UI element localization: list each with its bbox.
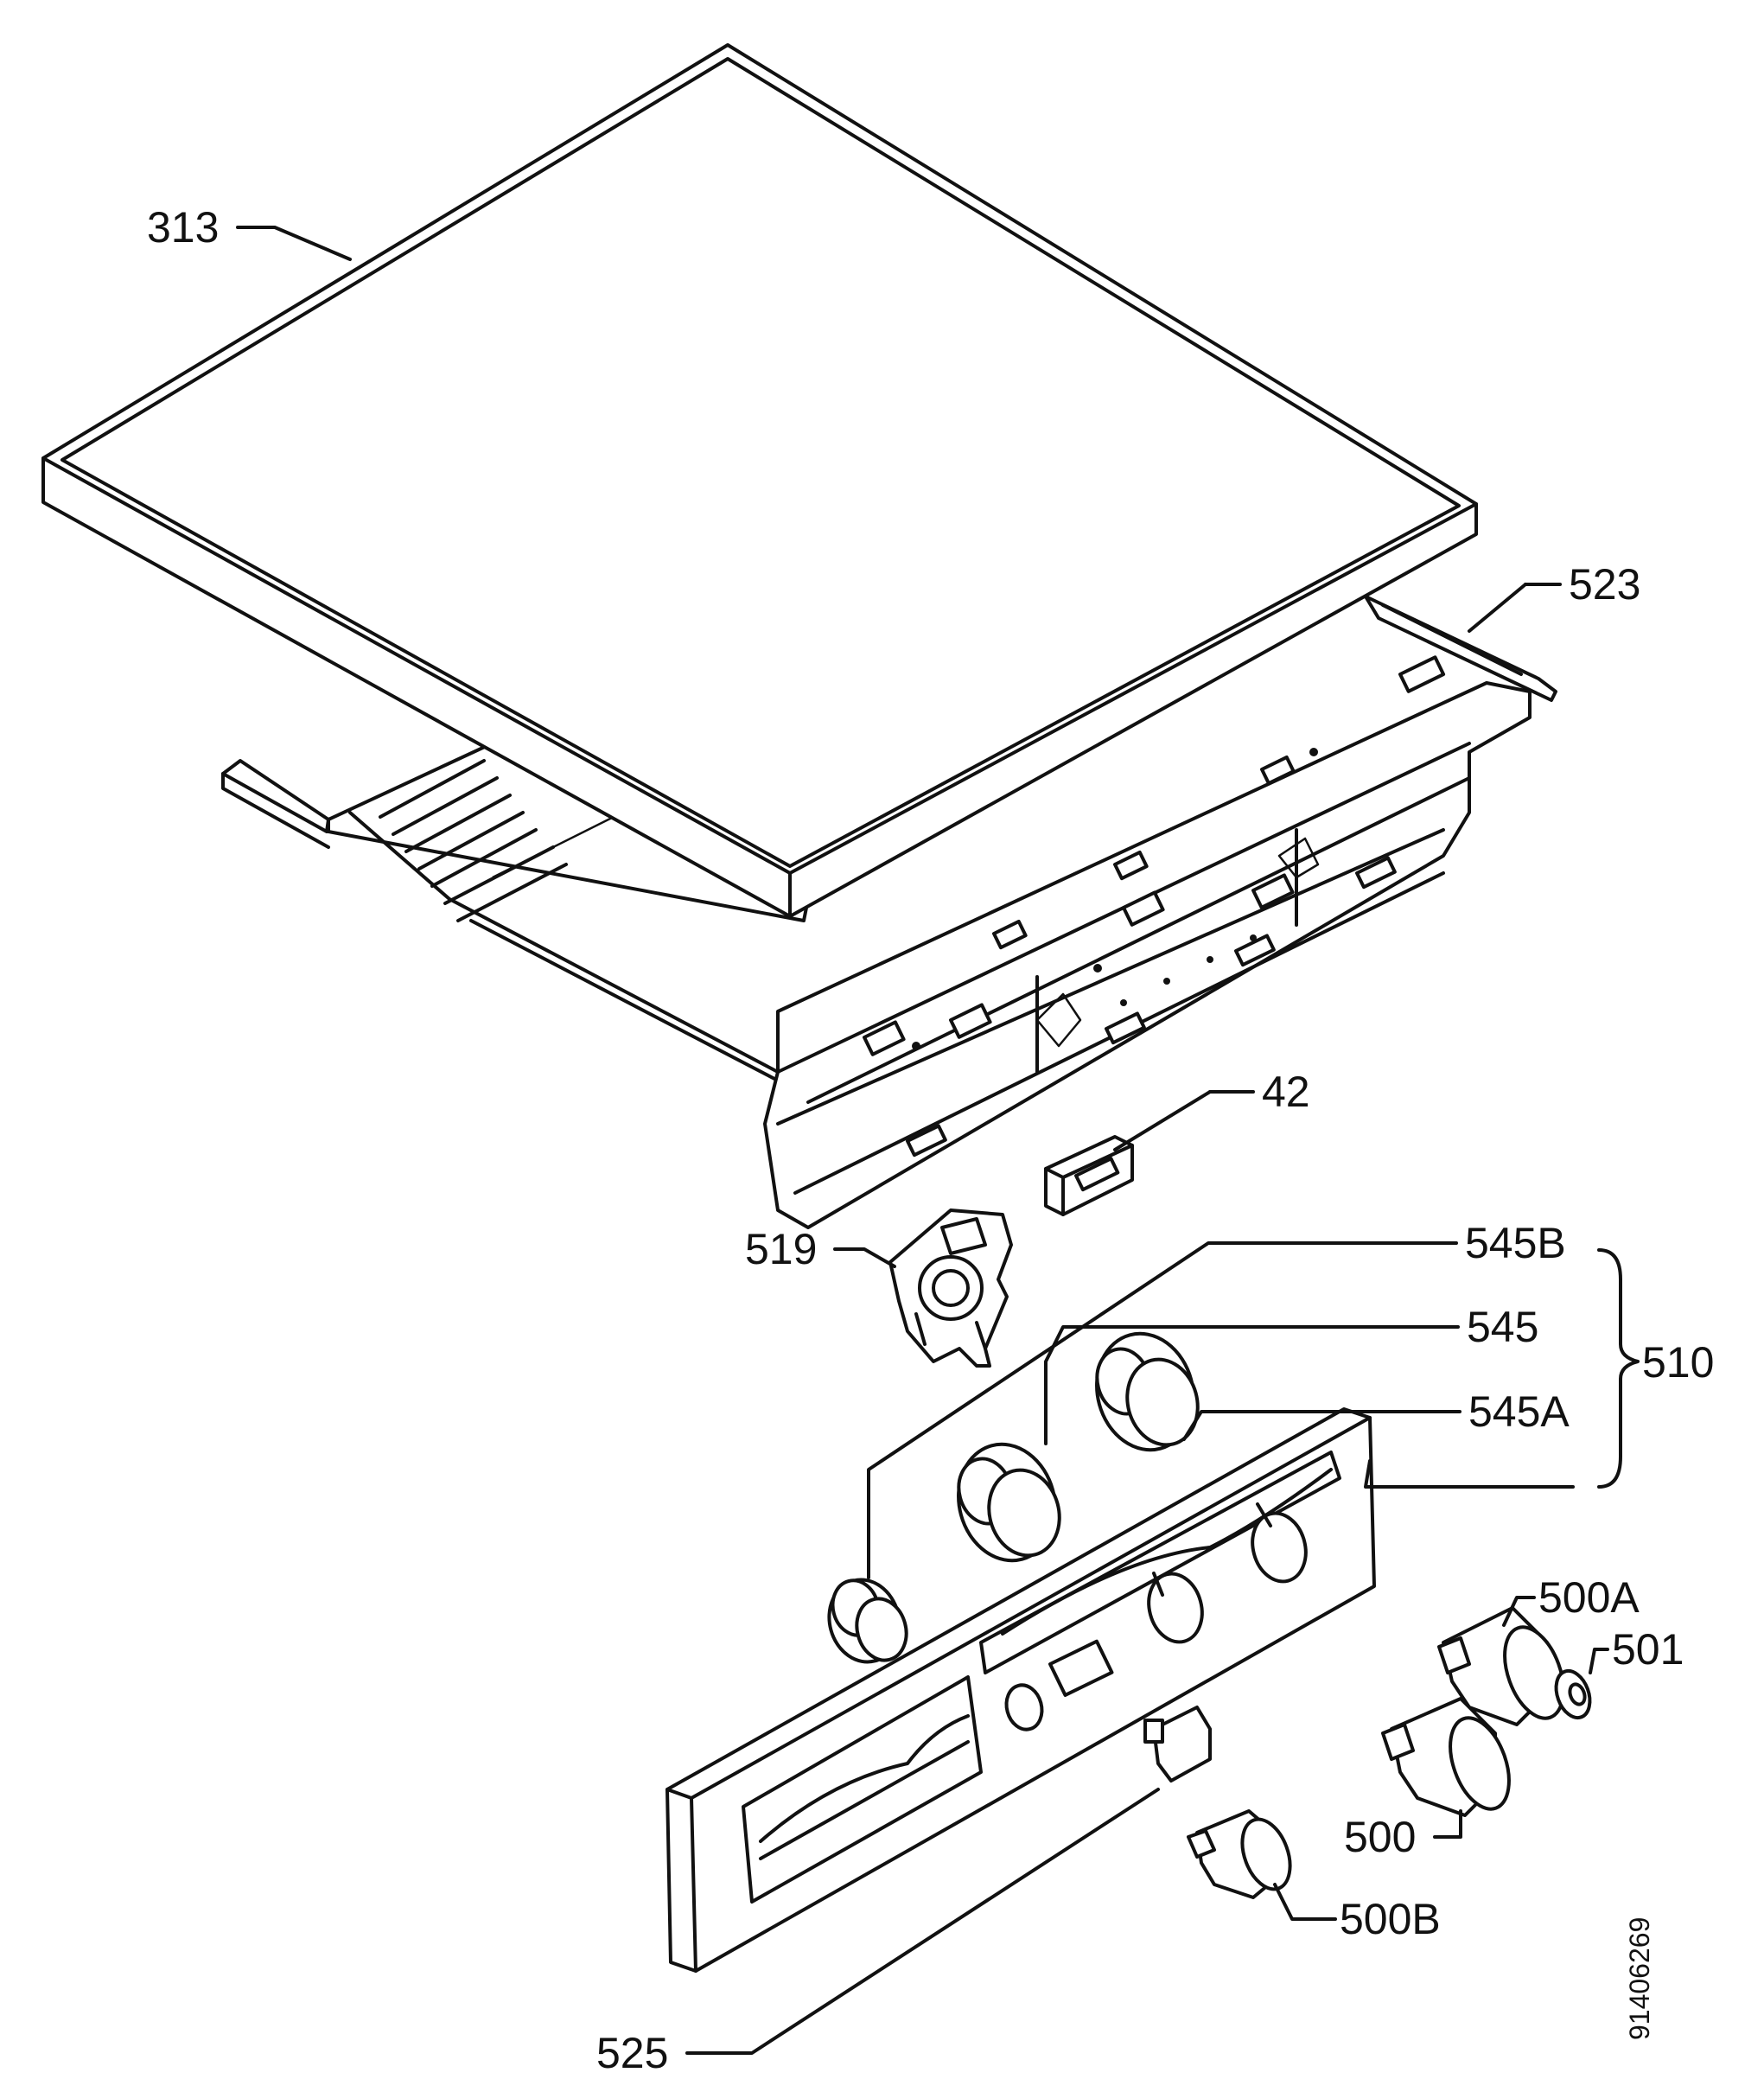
clip-part-42 xyxy=(1044,1135,1134,1216)
callout-519: 519 xyxy=(745,1225,817,1273)
knob-545A xyxy=(1095,1331,1200,1452)
control-panel-525 xyxy=(665,1407,1376,1973)
panel-switch xyxy=(1143,1706,1212,1782)
shaft-500 xyxy=(1381,1697,1511,1817)
callout-525: 525 xyxy=(596,2029,668,2075)
callout-523: 523 xyxy=(1569,560,1640,609)
top-lid-313 xyxy=(41,43,1478,918)
callout-545A: 545A xyxy=(1468,1387,1570,1436)
knob-545 xyxy=(957,1442,1061,1563)
washer-501 xyxy=(1554,1668,1592,1720)
callout-500B: 500B xyxy=(1340,1895,1441,1943)
callout-313: 313 xyxy=(147,203,219,252)
drawing-number: 91406269 xyxy=(1624,1917,1655,2040)
callout-545: 545 xyxy=(1467,1303,1538,1351)
callout-510: 510 xyxy=(1642,1338,1714,1387)
shaft-500A xyxy=(1437,1606,1565,1726)
selector-bracket-519 xyxy=(888,1208,1013,1368)
shaft-500B xyxy=(1187,1809,1292,1899)
callout-labels: 313 523 42 519 545B 545 545A 510 500A 50… xyxy=(147,203,1714,2077)
callout-545B: 545B xyxy=(1465,1219,1566,1267)
leader-lines xyxy=(236,226,1640,2055)
callout-42: 42 xyxy=(1262,1068,1310,1116)
knob-545B xyxy=(827,1578,908,1664)
callout-500: 500 xyxy=(1344,1813,1416,1861)
callout-501: 501 xyxy=(1612,1625,1684,1674)
callout-500A: 500A xyxy=(1538,1573,1640,1622)
